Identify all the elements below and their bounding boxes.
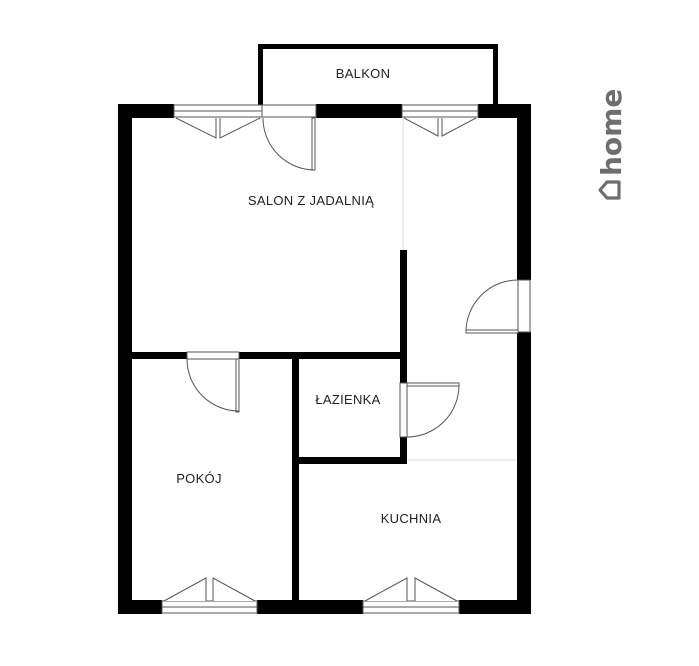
window-kitchen	[362, 577, 460, 614]
balcony	[258, 44, 498, 106]
balcony-label: BALKON	[336, 66, 391, 81]
bathroom-label: ŁAZIENKA	[315, 392, 380, 407]
doors	[186, 104, 531, 438]
door-balcony	[261, 104, 317, 171]
windows	[161, 104, 479, 614]
kitchen-label: KUCHNIA	[381, 511, 442, 526]
interior-walls	[132, 250, 407, 600]
door-entrance	[465, 279, 531, 334]
living-dining-label: SALON Z JADALNIĄ	[248, 193, 374, 208]
home-logo: home	[595, 89, 628, 200]
house-icon	[598, 180, 621, 200]
thin-partitions	[402, 118, 517, 461]
window-living-left	[173, 104, 263, 139]
door-bedroom	[186, 351, 240, 413]
outer-walls	[118, 104, 531, 614]
window-bedroom	[161, 577, 258, 614]
bedroom-label: POKÓJ	[176, 471, 222, 486]
door-bathroom	[399, 382, 460, 438]
window-living-right	[401, 104, 479, 137]
logo-text: home	[595, 89, 628, 176]
